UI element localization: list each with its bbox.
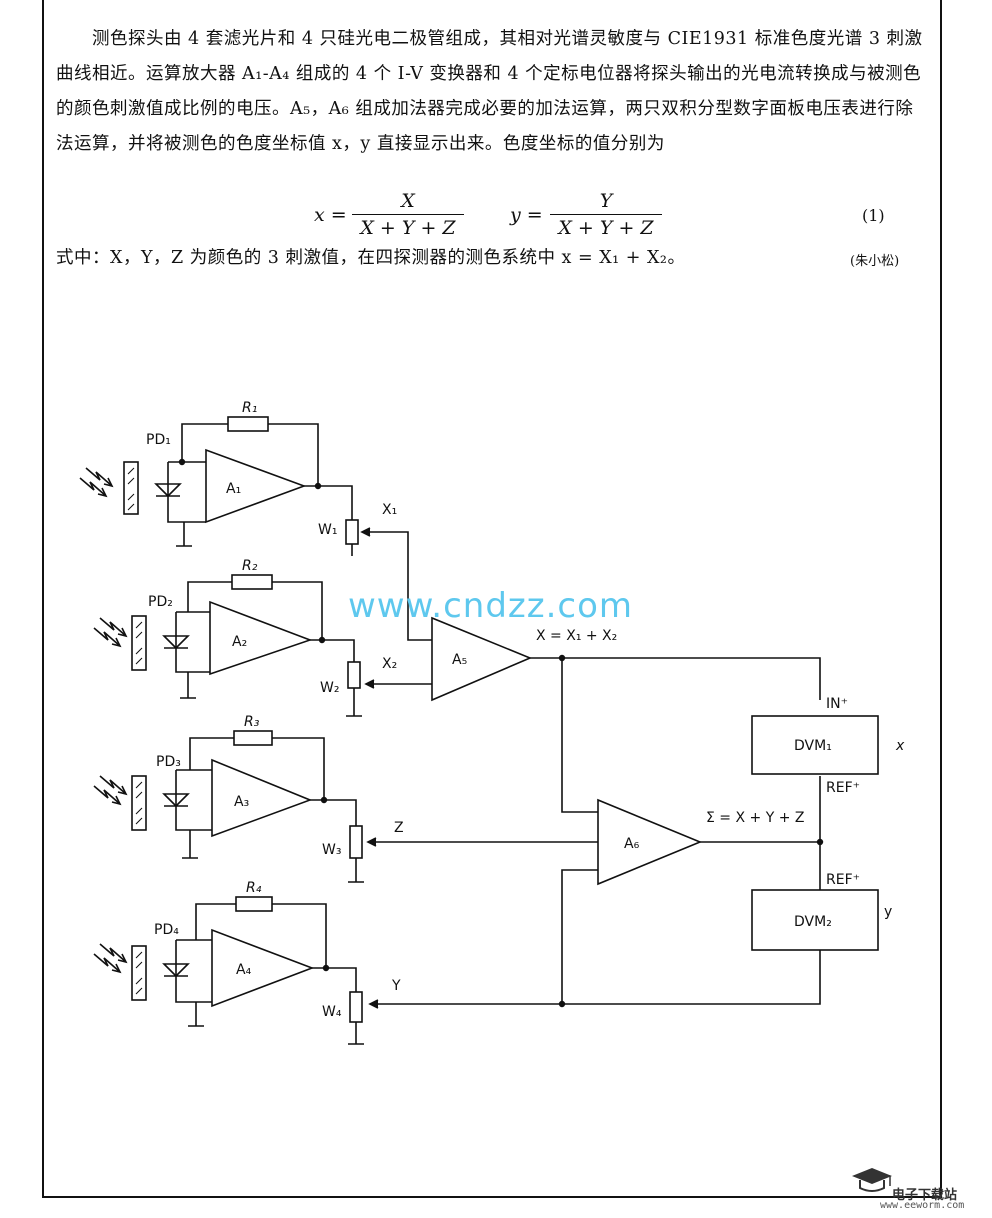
- out-x-label: x: [895, 738, 905, 754]
- a1-label: A₁: [226, 481, 241, 497]
- pd2-label: PD₂: [148, 594, 173, 610]
- author: (朱小松): [850, 254, 900, 269]
- formula-note: 式中：X，Y，Z 为颜色的 3 刺激值，在四探测器的测色系统中 x = X₁ +…: [56, 248, 686, 268]
- w3-label: W₃: [322, 842, 341, 858]
- dvm1-label: DVM₁: [794, 738, 832, 754]
- filter-icon: [131, 945, 147, 1001]
- potentiometer-w3: [349, 825, 363, 859]
- ref-plus-1-label: REF⁺: [826, 780, 860, 796]
- light-arrow-icon: [79, 467, 114, 498]
- formula-y-denominator: X + Y + Z: [558, 217, 654, 239]
- z-label: Z: [394, 820, 404, 836]
- sum-x-label: X = X₁ + X₂: [536, 628, 617, 644]
- watermark: www.cndzz.com: [348, 586, 634, 626]
- opamp-a4: [211, 928, 315, 1008]
- photodiode-3: [162, 784, 190, 822]
- a5-label: A₅: [452, 652, 467, 668]
- opamp-a3: [211, 758, 313, 838]
- pd4-label: PD₄: [154, 922, 179, 938]
- w2-label: W₂: [320, 680, 339, 696]
- resistor-r3: [233, 730, 273, 746]
- opamp-a1: [205, 448, 307, 524]
- formula-x-numerator: X: [352, 190, 464, 215]
- x1-label: X₁: [382, 502, 397, 518]
- light-arrow-icon: [93, 943, 128, 974]
- y-label: Y: [391, 978, 401, 994]
- formula-x-var: x =: [314, 204, 347, 226]
- channel-2: [93, 574, 432, 717]
- out-y-label: y: [884, 904, 892, 920]
- logo-url: www.eeworm.com: [880, 1200, 965, 1211]
- equation-number: (1): [862, 206, 885, 225]
- photodiode-1: [154, 474, 182, 510]
- light-arrow-icon: [93, 775, 128, 806]
- potentiometer-w1: [345, 519, 359, 545]
- r2-label: R₂: [242, 558, 258, 574]
- site-logo[interactable]: 电子下载站 www.eeworm.com: [846, 1168, 992, 1218]
- sum-all-label: Σ = X + Y + Z: [706, 810, 804, 826]
- x2-label: X₂: [382, 656, 397, 672]
- a4-label: A₄: [236, 962, 252, 978]
- pd1-label: PD₁: [146, 432, 171, 448]
- r3-label: R₃: [244, 714, 260, 730]
- formula: x = X X + Y + Z y = Y X + Y + Z: [0, 190, 992, 244]
- graduation-cap-icon: [852, 1168, 892, 1192]
- page-frame: [42, 0, 942, 1198]
- logo-name: 电子下载站: [892, 1188, 958, 1203]
- filter-icon: [123, 461, 139, 515]
- in-plus-label: IN⁺: [826, 696, 848, 712]
- formula-x-fraction: X X + Y + Z: [352, 190, 464, 239]
- dvm2-box: [751, 889, 879, 951]
- channel-4: [93, 869, 821, 1045]
- formula-y-fraction: Y X + Y + Z: [550, 190, 662, 239]
- potentiometer-w4: [349, 991, 363, 1023]
- r4-label: R₄: [246, 880, 262, 896]
- ref-plus-2-label: REF⁺: [826, 872, 860, 888]
- resistor-r2: [231, 574, 273, 590]
- a2-label: A₂: [232, 634, 247, 650]
- light-arrow-icon: [93, 617, 128, 648]
- channel-1: [79, 416, 432, 641]
- opamp-a6: [597, 798, 703, 886]
- a3-label: A₃: [234, 794, 249, 810]
- formula-y-var: y =: [510, 204, 543, 226]
- resistor-r4: [235, 896, 273, 912]
- w1-label: W₁: [318, 522, 337, 538]
- formula-x-denominator: X + Y + Z: [360, 217, 456, 239]
- channel-3: [93, 730, 598, 883]
- photodiode-4: [162, 952, 190, 992]
- r1-label: R₁: [242, 400, 257, 416]
- filter-icon: [131, 615, 147, 671]
- resistor-r1: [227, 416, 269, 432]
- a6-label: A₆: [624, 836, 640, 852]
- filter-icon: [131, 775, 147, 831]
- potentiometer-w2: [347, 661, 361, 689]
- dvm2-label: DVM₂: [794, 914, 832, 930]
- photodiode-2: [162, 626, 190, 664]
- opamp-a2: [209, 600, 313, 676]
- pd3-label: PD₃: [156, 754, 181, 770]
- body-text: 测色探头由 4 套滤光片和 4 只硅光电二极管组成，其相对光谱灵敏度与 CIE1…: [56, 22, 926, 162]
- opamp-a5: [431, 616, 533, 702]
- paragraph: 测色探头由 4 套滤光片和 4 只硅光电二极管组成，其相对光谱灵敏度与 CIE1…: [56, 29, 923, 154]
- dvm1-box: [751, 715, 879, 775]
- w4-label: W₄: [322, 1004, 342, 1020]
- formula-y-numerator: Y: [550, 190, 662, 215]
